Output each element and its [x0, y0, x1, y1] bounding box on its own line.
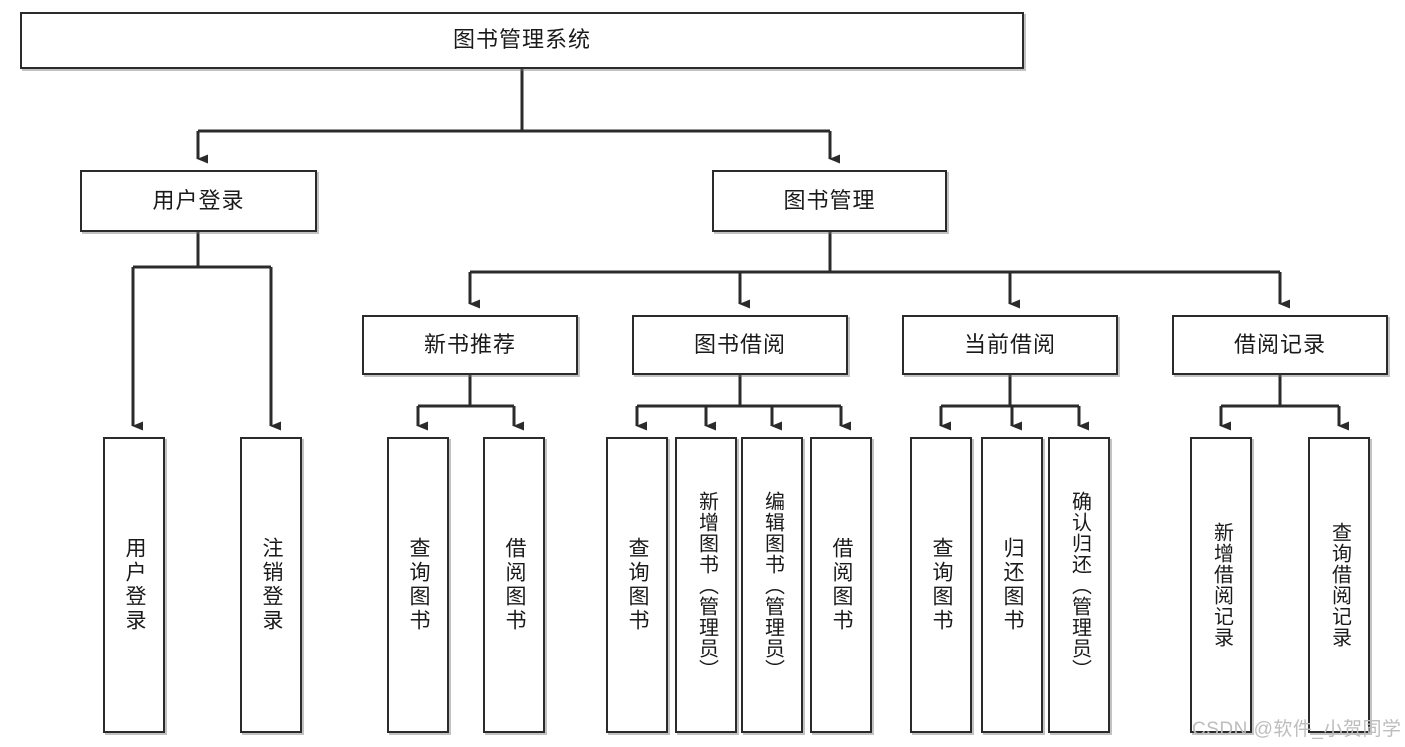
leaf-user-login[interactable]: 用户登录 [103, 437, 165, 733]
leaf-confirm-return-admin[interactable]: 确认归还（管理员） [1048, 437, 1110, 733]
leaf-query-borrow-record[interactable]: 查询借阅记录 [1308, 437, 1370, 733]
leaf-borrow-book[interactable]: 借阅图书 [810, 437, 872, 733]
node-root-system[interactable]: 图书管理系统 [20, 12, 1024, 69]
node-current-borrow[interactable]: 当前借阅 [902, 315, 1118, 375]
leaf-return-book[interactable]: 归还图书 [981, 437, 1043, 733]
node-user-login[interactable]: 用户登录 [80, 170, 317, 232]
node-book-borrow[interactable]: 图书借阅 [632, 315, 848, 375]
leaf-edit-book-admin[interactable]: 编辑图书（管理员） [741, 437, 803, 733]
node-book-management[interactable]: 图书管理 [712, 170, 947, 232]
node-borrow-record[interactable]: 借阅记录 [1172, 315, 1388, 375]
leaf-add-book-admin[interactable]: 新增图书（管理员） [675, 437, 737, 733]
leaf-query-book-recommend[interactable]: 查询图书 [387, 437, 449, 733]
watermark-text: CSDN @软件_小贺同学 [1192, 719, 1402, 740]
leaf-query-book-borrow[interactable]: 查询图书 [606, 437, 668, 733]
leaf-borrow-book-recommend[interactable]: 借阅图书 [483, 437, 545, 733]
node-new-book-recommend[interactable]: 新书推荐 [362, 315, 578, 375]
leaf-logout[interactable]: 注销登录 [240, 437, 302, 733]
leaf-add-borrow-record[interactable]: 新增借阅记录 [1190, 437, 1252, 733]
leaf-query-book-current[interactable]: 查询图书 [910, 437, 972, 733]
